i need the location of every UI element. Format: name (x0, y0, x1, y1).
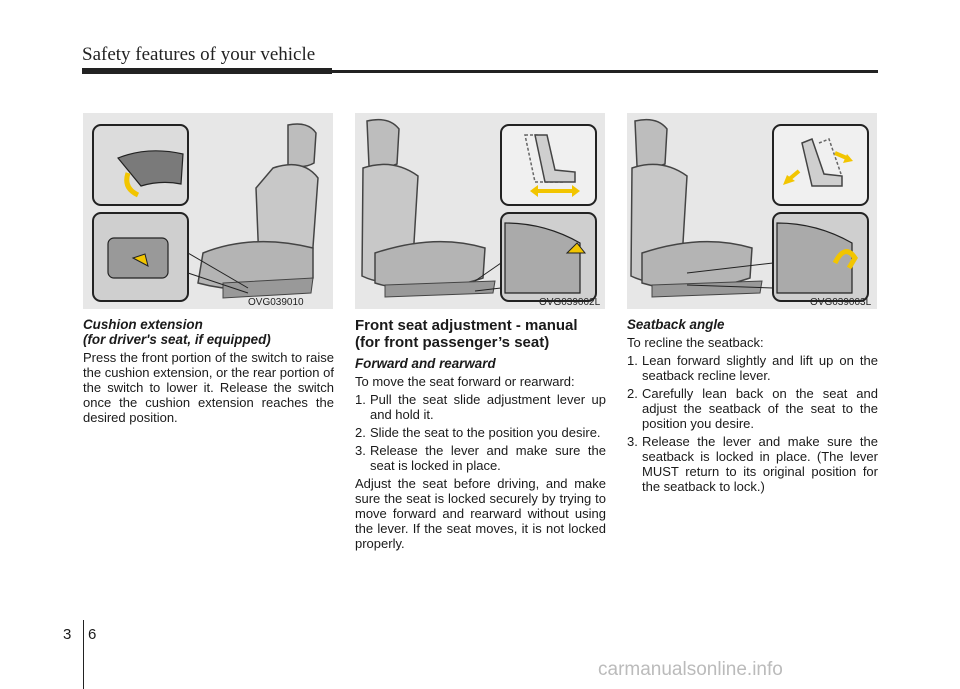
column-cushion-extension: Cushion extension (for driver's seat, if… (83, 317, 334, 425)
paragraph: Press the front portion of the switch to… (83, 350, 334, 425)
figure-seatback-angle (627, 113, 877, 309)
header-rule-accent (82, 68, 332, 74)
list-item: 1.Pull the seat slide adjustment lever u… (355, 392, 606, 422)
section-subheading: Seatback angle (627, 317, 725, 332)
column-seatback-angle: Seatback angle To recline the seatback: … (627, 317, 878, 497)
header-rule (82, 70, 878, 73)
steps-list: 1.Lean forward slightly and lift up on t… (627, 353, 878, 494)
figure-cushion-extension (83, 113, 333, 309)
column-front-seat-adjustment: Front seat adjustment - manual (for fron… (355, 317, 606, 551)
list-item: 2.Carefully lean back on the seat and ad… (627, 386, 878, 431)
figure-code: OVG039002L (539, 297, 601, 308)
page-number: 6 (88, 626, 97, 643)
paragraph-intro: To move the seat forward or rearward: (355, 374, 575, 389)
figure-code: OVG039010 (248, 297, 304, 308)
section-subheading-qualifier: (for driver's seat, if equipped) (83, 332, 271, 347)
list-item: 1.Lean forward slightly and lift up on t… (627, 353, 878, 383)
paragraph: Adjust the seat before driving, and make… (355, 476, 606, 551)
section-heading: Front seat adjustment - manual (for fron… (355, 317, 578, 351)
steps-list: 1.Pull the seat slide adjustment lever u… (355, 392, 606, 473)
figure-forward-rearward (355, 113, 605, 309)
page-header-title: Safety features of your vehicle (82, 44, 316, 65)
section-subheading: Cushion extension (83, 317, 203, 332)
list-item: 2.Slide the seat to the position you des… (355, 425, 601, 440)
watermark: carmanualsonline.info (598, 659, 783, 680)
list-item: 3.Release the lever and make sure the se… (355, 443, 606, 473)
list-item: 3.Release the lever and make sure the se… (627, 434, 878, 494)
paragraph-intro: To recline the seatback: (627, 335, 764, 350)
chapter-number: 3 (63, 626, 72, 643)
section-subheading: Forward and rearward (355, 356, 496, 371)
figure-code: OVG039003L (810, 297, 872, 308)
footer-divider (83, 620, 84, 689)
